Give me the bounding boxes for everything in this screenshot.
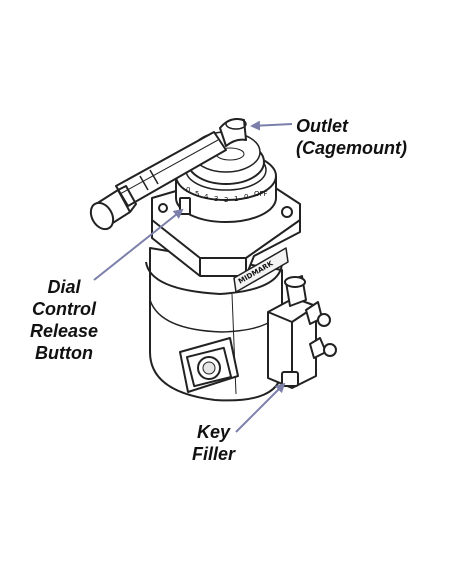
outlet-label-line2: (Cagemount) xyxy=(296,138,407,158)
dial-release-label: Dial Control Release Button xyxy=(30,276,98,364)
outlet-label: Outlet (Cagemount) xyxy=(296,115,407,159)
dial-scale-tick: 2 xyxy=(224,196,228,204)
outlet-label-line1: Outlet xyxy=(296,116,348,136)
dial-scale-tick: 5 xyxy=(195,190,199,198)
dial-scale-tick: 0 xyxy=(186,186,190,194)
dial-scale-tick: 0 xyxy=(244,193,248,201)
key-filler-block xyxy=(267,275,337,389)
dial-release-arrow xyxy=(93,208,184,281)
dial-scale: 0 5 4 3 2 1 0 OFF xyxy=(186,186,268,204)
dial-scale-tick: 1 xyxy=(234,195,238,203)
brand-plate xyxy=(233,247,289,293)
interlock-knob xyxy=(89,185,137,231)
dial-scale-tick: 3 xyxy=(214,195,218,203)
key-filler-label: Key Filler xyxy=(192,421,235,465)
outlet-cagemount xyxy=(219,118,247,147)
key-label-line1: Key xyxy=(196,422,231,442)
key-filler-arrow xyxy=(235,382,286,433)
dial-scale-tick: 4 xyxy=(204,193,209,201)
dial-label-line3: Release xyxy=(30,321,99,341)
dial-label-line2: Control xyxy=(32,299,97,319)
dial-label-line1: Dial xyxy=(47,277,81,297)
dial-scale-tick: OFF xyxy=(254,190,268,198)
dial-label-line4: Button xyxy=(35,343,94,363)
key-label-line2: Filler xyxy=(192,444,236,464)
outlet-arrow xyxy=(250,120,293,131)
filler-window xyxy=(179,337,239,393)
